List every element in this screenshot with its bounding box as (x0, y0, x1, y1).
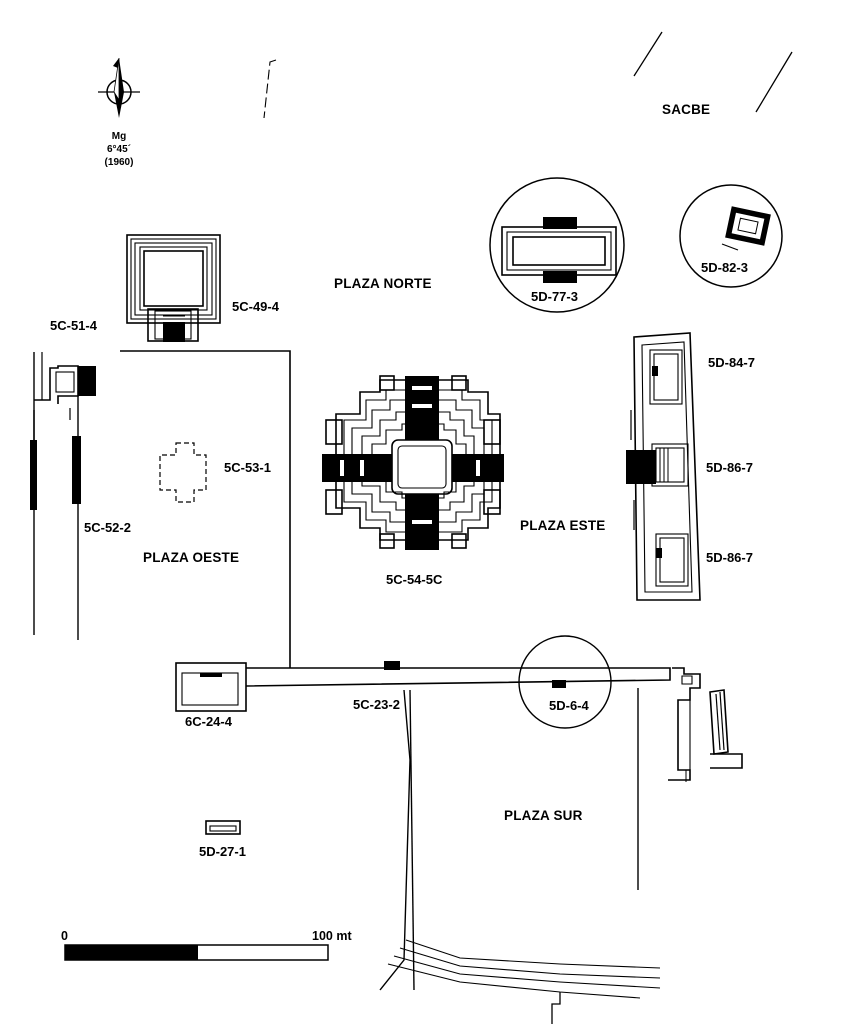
scale-end-label: 100 mt (312, 929, 352, 943)
label-5c-53-1: 5C-53-1 (224, 460, 271, 475)
north-arrow-label: Mg (112, 131, 126, 142)
label-5d-6-4: 5D-6-4 (549, 698, 590, 713)
north-declination: 6°45´ (107, 144, 131, 155)
scale-start-label: 0 (61, 929, 68, 943)
plaza-norte-label: PLAZA NORTE (334, 276, 432, 291)
structure-southeast-range (668, 667, 743, 782)
structure-5d-27-1 (205, 820, 241, 835)
label-6c-24-4: 6C-24-4 (185, 714, 233, 729)
plaza-oeste-label: PLAZA OESTE (143, 550, 239, 565)
label-5d-86-7-b: 5D-86-7 (706, 550, 753, 565)
south-causeway (175, 635, 671, 729)
label-5d-84-7: 5D-84-7 (708, 355, 755, 370)
structure-5d-77-3 (489, 177, 625, 313)
structure-5c-54-5c (322, 375, 504, 550)
scale-bar (64, 944, 329, 961)
structure-5d-82-3 (679, 184, 783, 288)
label-5c-54-5c: 5C-54-5C (386, 572, 443, 587)
label-5d-27-1: 5D-27-1 (199, 844, 246, 859)
sacbe-edge-east (755, 51, 793, 113)
wall-fragment (263, 59, 277, 119)
plaza-este-label: PLAZA ESTE (520, 518, 606, 533)
structure-5d-6-4-circle (518, 635, 612, 729)
label-5d-86-7-a: 5D-86-7 (706, 460, 753, 475)
north-year: (1960) (105, 157, 134, 168)
structure-5c-53-1 (159, 442, 207, 503)
structure-5c-49-4 (126, 234, 221, 342)
sacbe-edge-west (633, 31, 663, 77)
plaza-oeste-boundary (120, 350, 291, 666)
label-5c-52-2: 5C-52-2 (84, 520, 131, 535)
label-5c-49-4: 5C-49-4 (232, 299, 280, 314)
plaza-sur-label: PLAZA SUR (504, 808, 583, 823)
label-5d-77-3: 5D-77-3 (531, 289, 578, 304)
label-5c-23-2: 5C-23-2 (353, 697, 400, 712)
label-5c-51-4: 5C-51-4 (50, 318, 98, 333)
plaza-sur-boundary (379, 688, 661, 1024)
structure-5c-51-4 (33, 352, 96, 640)
sacbe-label: SACBE (662, 102, 710, 117)
structure-east-range (626, 332, 701, 601)
label-5d-82-3: 5D-82-3 (701, 260, 748, 275)
north-arrow-icon (98, 57, 140, 118)
structure-5c-52-2 (30, 410, 81, 510)
